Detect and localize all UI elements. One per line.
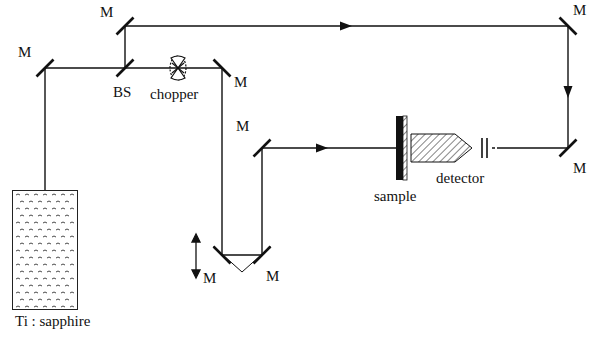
mirrors <box>37 18 577 264</box>
laser-texture <box>13 191 77 309</box>
part-label: BS <box>113 84 131 101</box>
beam-dash <box>492 147 500 148</box>
sample-plate <box>396 116 407 180</box>
part-label: chopper <box>150 86 198 103</box>
part-label: M <box>573 2 586 19</box>
translation-arrow <box>192 234 200 278</box>
part-label: M <box>100 4 113 21</box>
detector-slit <box>482 138 487 158</box>
part-label: M <box>234 74 247 91</box>
part-label: M <box>573 160 586 177</box>
part-label: M <box>266 268 279 285</box>
part-label: detector <box>436 170 484 187</box>
part-label: M <box>203 270 216 287</box>
part-label: sample <box>374 188 417 205</box>
part-label: M <box>236 118 249 135</box>
detector-lens <box>411 134 472 162</box>
part-label: M <box>18 44 31 61</box>
beam-arrows <box>316 22 573 153</box>
beam-path <box>45 26 568 255</box>
laser-box: Ti : sapphire <box>12 190 78 310</box>
chopper-symbol <box>170 56 186 80</box>
retroreflector-mount <box>214 247 271 273</box>
laser-label: Ti : sapphire <box>15 313 90 330</box>
